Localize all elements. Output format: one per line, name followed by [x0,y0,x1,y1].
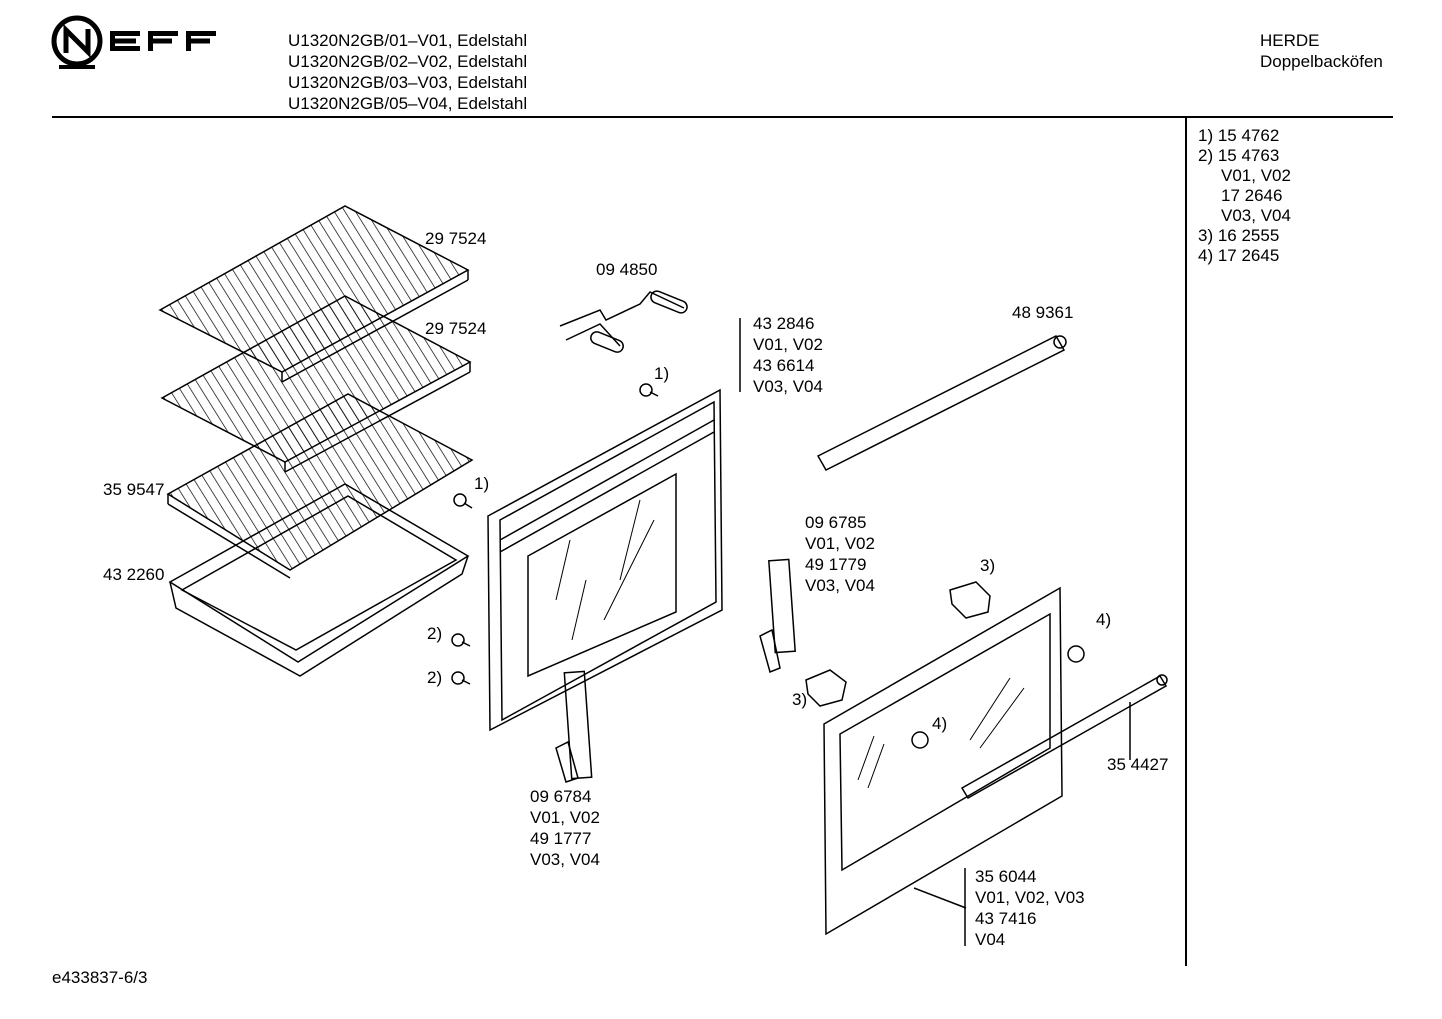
callout-1: 1) [654,364,670,383]
label-outer-door: 35 6044 V01, V02, V03 43 7416 V04 [975,867,1085,949]
label-handle-clip: 09 4850 [596,260,658,279]
label-rack-lower: 35 9547 [103,480,165,499]
baking-tray [168,483,470,677]
hinge-block-3b [805,669,847,707]
note-line: V03, V04 [1221,206,1291,225]
hinge-right [759,558,796,674]
inner-door-panel [487,388,723,732]
screw-1a [639,383,659,397]
leader-outer-door-arrow [913,887,967,909]
screw-1b [453,493,473,509]
callout-2: 2) [427,624,443,643]
callout-3: 3) [792,690,808,709]
model-line: U1320N2GB/05–V04, Edelstahl [288,94,528,113]
category-subtitle: Doppelbacköfen [1260,52,1383,71]
category-block: HERDE Doppelbacköfen [1260,30,1383,72]
outer-door-glass [823,586,1085,936]
note-line: 1) 15 4762 [1198,126,1280,145]
label-seal-rod: 48 9361 [1012,303,1074,322]
category-title: HERDE [1260,31,1320,50]
note-line: 3) 16 2555 [1198,226,1280,245]
note-line: V01, V02 [1221,166,1291,185]
callout-4: 4) [1096,610,1112,629]
label-rack-top: 29 7524 [425,229,487,248]
screw-2b [451,671,471,685]
note-line: 17 2646 [1221,186,1283,205]
label-hinge-left: 09 6784 V01, V02 49 1777 V03, V04 [530,787,600,869]
callout-1: 1) [474,474,490,493]
model-line: U1320N2GB/03–V03, Edelstahl [288,73,528,92]
hinge-block-3a [949,581,991,619]
handle-clip [559,290,688,353]
document-code: e433837-6/3 [52,968,148,987]
neff-logo [50,14,220,72]
note-line: 2) 15 4763 [1198,146,1280,165]
label-rack-middle: 29 7524 [425,319,487,338]
callout-2: 2) [427,668,443,687]
label-door-handle: 35 4427 [1107,755,1169,774]
hinge-left [555,670,593,783]
model-list: U1320N2GB/01–V01, Edelstahl U1320N2GB/02… [288,30,527,114]
notes-list: 1) 15 4762 2) 15 4763 V01, V02 17 2646 V… [1198,126,1291,266]
screw-2a [451,633,471,647]
door-handle-bar [960,674,1168,800]
model-line: U1320N2GB/02–V02, Edelstahl [288,52,528,71]
note-line: 4) 17 2645 [1198,246,1280,265]
door-seal-rod [816,335,1067,471]
label-tray: 43 2260 [103,565,165,584]
callout-3: 3) [980,556,996,575]
oven-rack-lower [166,393,474,579]
label-inner-door: 43 2846 V01, V02 43 6614 V03, V04 [753,314,823,396]
callout-4: 4) [932,714,948,733]
model-line: U1320N2GB/01–V01, Edelstahl [288,31,528,50]
label-hinge-right: 09 6785 V01, V02 49 1779 V03, V04 [805,513,875,595]
